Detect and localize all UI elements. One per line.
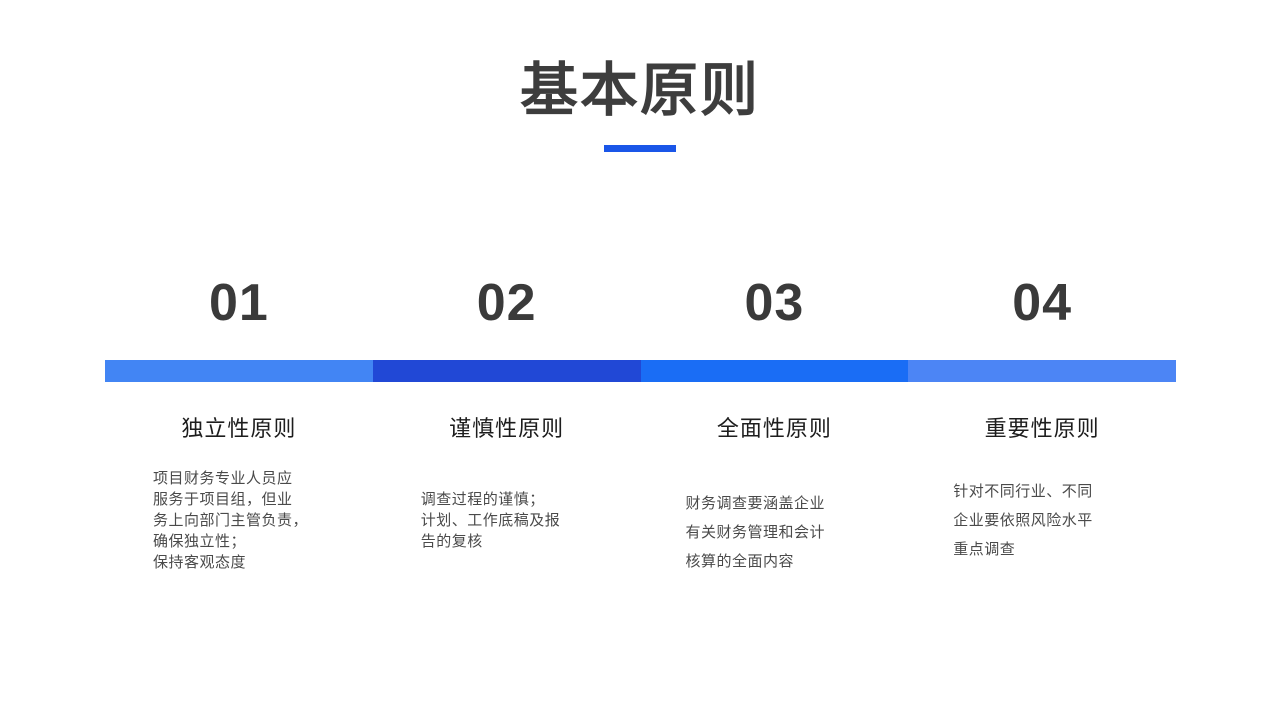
title-underline-accent [604,144,676,152]
principle-column-2: 谨慎性原则 调查过程的谨慎； 计划、工作底稿及报 告的复核 [373,416,641,616]
progress-bar [105,360,1176,382]
step-number-cell-2: 02 [373,277,641,339]
principle-column-1: 独立性原则 项目财务专业人员应 服务于项目组，但业 务上向部门主管负责， 确保独… [105,416,373,616]
step-number-03: 03 [744,274,805,332]
progress-bar-segment-1 [105,360,373,382]
principle-heading-2: 谨慎性原则 [449,416,565,441]
principle-heading-3: 全面性原则 [716,416,832,441]
principle-body-4: 针对不同行业、不同 企业要依照风险水平 重点调查 [953,484,1093,559]
principle-heading-1: 独立性原则 [181,416,297,441]
progress-bar-segment-3 [640,360,909,382]
step-number-01: 01 [208,274,269,332]
title-block: 基本原则 [0,58,1280,152]
title-underline-wrap [0,144,1280,152]
step-numbers-row: 01 02 03 04 [105,277,1176,339]
progress-bar-segment-4 [908,360,1176,382]
step-number-04: 04 [1012,274,1073,332]
progress-bar-segment-2 [372,360,641,382]
principle-heading-4: 重要性原则 [984,416,1100,441]
principles-columns: 独立性原则 项目财务专业人员应 服务于项目组，但业 务上向部门主管负责， 确保独… [105,416,1176,616]
principle-body-2: 调查过程的谨慎； 计划、工作底稿及报 告的复核 [420,492,561,551]
principle-body-1: 项目财务专业人员应 服务于项目组，但业 务上向部门主管负责， 确保独立性； 保持… [153,471,309,572]
step-number-cell-1: 01 [105,277,373,339]
step-number-cell-3: 03 [641,277,909,339]
principle-column-3: 全面性原则 财务调查要涵盖企业 有关财务管理和会计 核算的全面内容 [641,416,909,616]
principle-column-4: 重要性原则 针对不同行业、不同 企业要依照风险水平 重点调查 [908,416,1176,616]
principle-body-3: 财务调查要涵盖企业 有关财务管理和会计 核算的全面内容 [685,496,826,571]
step-number-cell-4: 04 [908,277,1176,339]
page-title: 基本原则 [519,58,760,123]
step-number-02: 02 [476,274,537,332]
